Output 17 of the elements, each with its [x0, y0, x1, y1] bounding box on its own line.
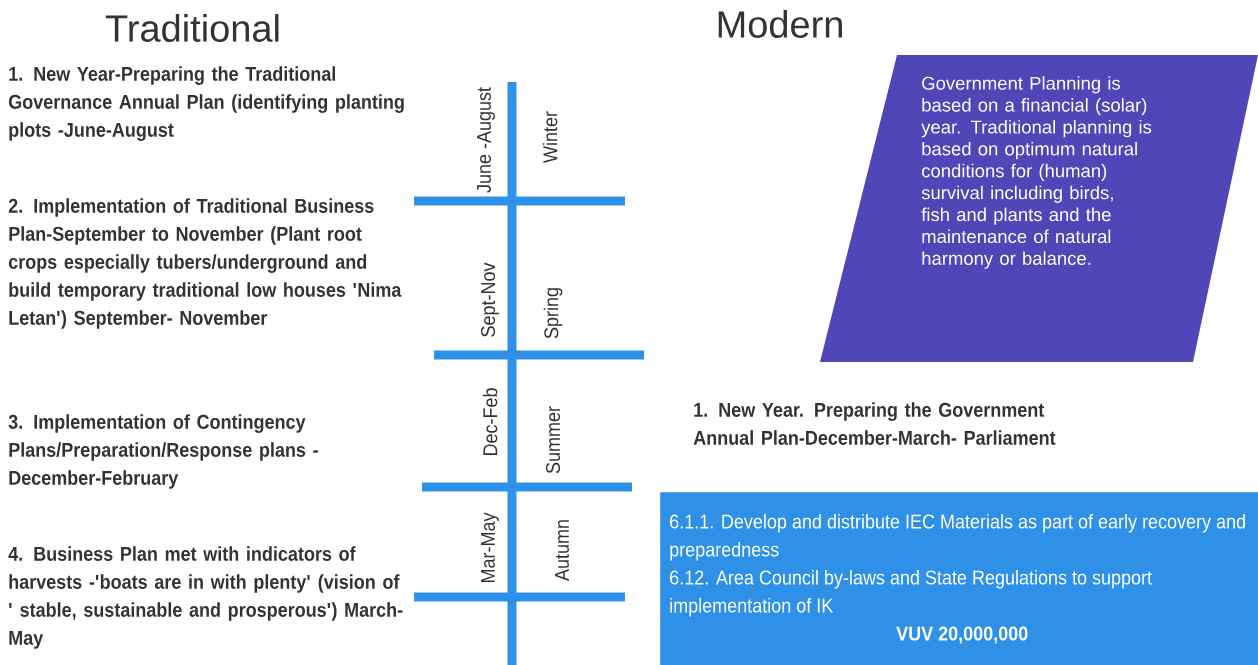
list-item: 2. Implementation of Traditional Business Plan-September to November (Plant root crops especially tubers/underground and build temporary traditional low houses 'Nima Letan') September- November	[8, 198, 402, 329]
heading: Traditional	[105, 14, 279, 42]
season-label: Autumn	[555, 520, 569, 581]
list-item: 1. New Year. Preparing the Government Annual Plan-December-March- Parliament	[693, 402, 1056, 445]
parallelogram: Government Planning is based on a financial (solar) year. Traditional planning is based on optimum natural conditions for (human) survival including birds, fish and plants and the maintenance of natural harmony or balance.	[820, 55, 1258, 362]
season-label: Summer	[545, 406, 561, 474]
list-item: 4. Business Plan met with indicators of harvests -'boats are in with plenty' (vision of ' stable, sustainable and prosperous') March-May	[8, 546, 403, 649]
season-label: June -August	[477, 87, 495, 193]
heading: Modern	[718, 10, 842, 38]
season-label: Dec-Feb	[482, 388, 498, 456]
season-label: Sept-Nov	[480, 262, 500, 337]
season-label: Mar-May	[481, 512, 499, 583]
list-item: 3. Implementation of Contingency Plans/Preparation/Response plans - December-February	[8, 414, 318, 489]
season-label: Winter	[542, 111, 558, 163]
text-box: 6.1.1. Develop and distribute IEC Materials as part of early recovery and preparedness 6.12. Area Council by-laws and State Regulations to support implementation of IK VUV 20,000,000	[660, 492, 1258, 665]
list-item: 1. New Year-Preparing the Traditional Governance Annual Plan (identifying planting plots -June-August	[8, 66, 404, 141]
season-label: Spring	[543, 288, 563, 339]
